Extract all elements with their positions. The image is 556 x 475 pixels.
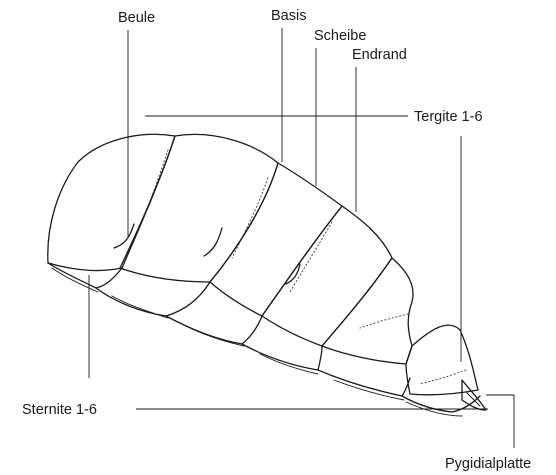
sternite-5 [318, 370, 410, 396]
tergite-1 [48, 134, 175, 270]
sternite-5-lip [334, 380, 404, 400]
tergite-2 [120, 134, 278, 282]
beule-3 [286, 264, 300, 284]
label-scheibe: Scheibe [314, 28, 366, 44]
beule-2 [204, 228, 222, 256]
leader-lines [89, 28, 514, 448]
label-tergite: Tergite 1-6 [414, 109, 483, 125]
sternite-1 [48, 263, 122, 288]
sternite-4 [242, 344, 322, 370]
leader-pygidialplatte [486, 395, 514, 448]
abdomen-drawing [48, 134, 486, 416]
pygidium-tip [462, 380, 486, 410]
sternite-3 [166, 316, 262, 344]
labels: Beule Basis Scheibe Endrand Tergite 1-6 … [22, 8, 531, 472]
suture-3 [290, 222, 332, 292]
tergite-5 [322, 258, 413, 364]
suture-4 [360, 314, 408, 328]
label-pygidialplatte: Pygidialplatte [445, 456, 531, 472]
tergite-6 [406, 325, 478, 395]
label-basis: Basis [271, 8, 306, 24]
label-sternite: Sternite 1-6 [22, 402, 97, 418]
suture-5 [420, 370, 466, 384]
sternite-2 [96, 282, 210, 316]
label-beule: Beule [118, 10, 155, 26]
tergite-3 [210, 163, 342, 316]
label-endrand: Endrand [352, 47, 407, 63]
sternite-1-lip [52, 268, 98, 292]
tergite-4 [262, 206, 392, 346]
